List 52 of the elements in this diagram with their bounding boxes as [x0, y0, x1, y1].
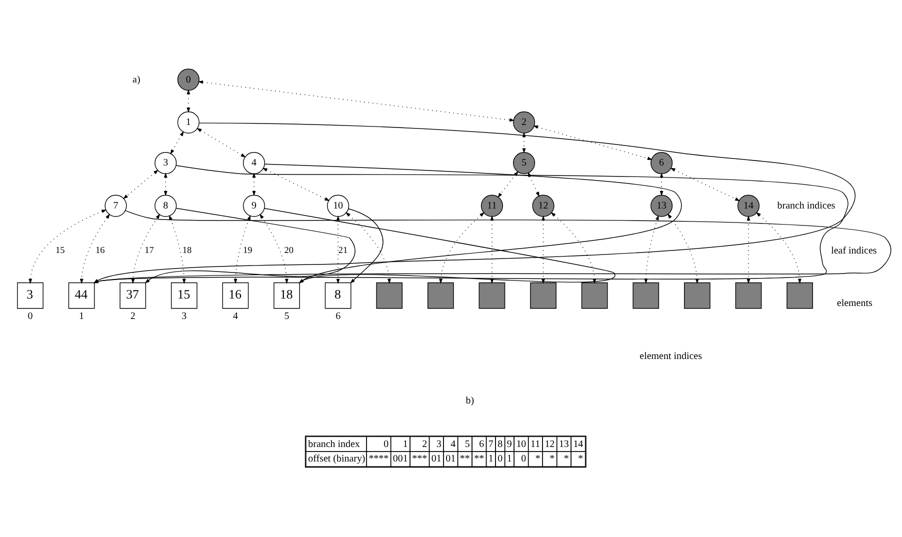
label: 6: [479, 438, 484, 450]
edge-label: 16: [95, 246, 105, 256]
label: ****: [368, 454, 389, 465]
label: 13: [558, 438, 569, 450]
label: 0: [498, 454, 503, 465]
node-label: 0: [28, 310, 33, 322]
label: *: [564, 454, 569, 465]
label: **: [460, 454, 470, 465]
node-label: 5: [284, 310, 290, 322]
label: 9: [506, 438, 512, 450]
edge-label: 18: [182, 246, 192, 256]
label: 3: [436, 438, 442, 450]
label: 2: [422, 438, 428, 450]
edge-label: 20: [284, 246, 294, 256]
label: 01: [446, 454, 456, 465]
label: ***: [412, 454, 428, 465]
label: 11: [530, 438, 540, 450]
label: 7: [488, 438, 494, 450]
node-label: 4: [232, 310, 238, 322]
label: 001: [392, 454, 408, 465]
edge-label: 17: [144, 246, 154, 256]
label: *: [578, 454, 584, 465]
label: leaf indices: [831, 245, 877, 256]
node-label: 3: [182, 310, 187, 322]
label: *: [550, 454, 555, 465]
label: offset (binary): [308, 454, 366, 465]
node-label: 2: [130, 310, 136, 322]
label: elements: [836, 298, 872, 310]
label: 0: [384, 438, 389, 450]
edge-label: 21: [338, 246, 348, 256]
edge-label: 19: [242, 246, 252, 256]
label: 1: [402, 438, 408, 450]
edge-label: 15: [56, 246, 65, 256]
label: b): [466, 396, 474, 407]
label: 12: [544, 438, 555, 450]
label: branch index: [308, 438, 360, 450]
label: 0: [521, 454, 526, 465]
label: **: [474, 454, 484, 465]
label: element indices: [640, 350, 702, 362]
label: 4: [450, 438, 456, 450]
label: 01: [431, 454, 442, 465]
label: *: [535, 454, 540, 465]
label: 1: [506, 454, 512, 465]
node-label: 6: [336, 310, 341, 322]
label: 8: [498, 438, 503, 450]
label: a): [132, 74, 140, 86]
label: branch indices: [777, 200, 836, 212]
node-label: 1: [79, 310, 84, 322]
label: 1: [488, 454, 494, 465]
label: 14: [573, 438, 584, 450]
label: 10: [516, 438, 526, 450]
label: 5: [464, 438, 470, 450]
